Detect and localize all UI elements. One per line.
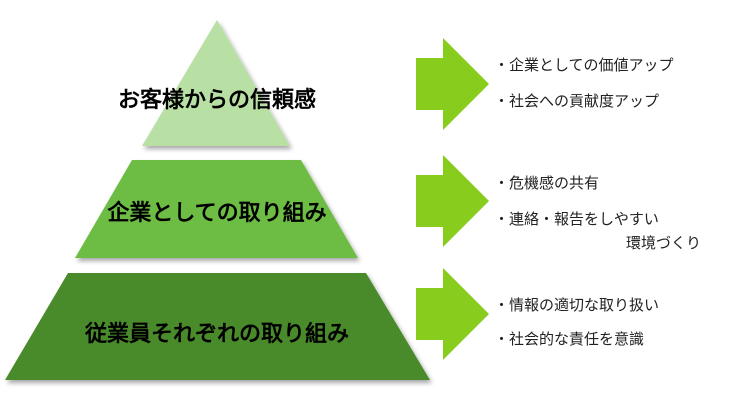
- arrow-right-icon: [416, 268, 489, 360]
- bullet-text: ・社会への貢献度アップ: [494, 92, 660, 110]
- bullet-text: 環境づくり: [626, 234, 702, 252]
- tier-label-middle: 企業としての取り組み: [106, 200, 326, 226]
- bullet-text: ・情報の適切な取り扱い: [494, 296, 660, 314]
- pyramid-tier-middle: [75, 160, 358, 258]
- tier-label-bottom: 従業員それぞれの取り組み: [84, 321, 349, 347]
- bullet-text: ・企業としての価値アップ: [494, 56, 674, 74]
- arrow-right-icon: [416, 155, 489, 247]
- pyramid-tier-top: [142, 20, 290, 146]
- pyramid-tier-bottom: [5, 273, 430, 380]
- arrow-right-icon: [416, 38, 489, 130]
- bullet-text: ・社会的な責任を意識: [494, 330, 645, 348]
- bullet-text: ・連絡・報告をしやすい: [494, 210, 659, 228]
- bullet-text: ・危機感の共有: [494, 174, 600, 192]
- tier-label-top: お客様からの信頼感: [118, 87, 316, 113]
